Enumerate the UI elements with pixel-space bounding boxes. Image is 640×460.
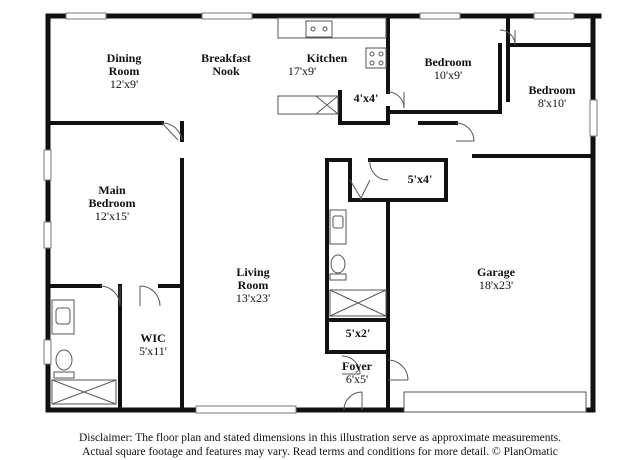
room-dimension: 10'x9' <box>433 68 463 82</box>
room-main-bedroom: Main Bedroom 12'x15' <box>72 184 152 223</box>
room-name: Breakfast Nook <box>201 51 251 78</box>
room-dimension: 12'x9' <box>109 77 139 91</box>
room-foyer: Foyer 6'x5' <box>330 360 384 386</box>
room-dimension: 17'x9' <box>287 64 317 78</box>
disclaimer-line-1: Disclaimer: The floor plan and stated di… <box>78 432 562 444</box>
room-dimension: 5'x2' <box>345 326 371 340</box>
kitchen-fixtures <box>277 17 387 115</box>
room-closet-5x2: 5'x2' <box>336 327 380 340</box>
room-wic: WIC 5'x11' <box>128 332 178 358</box>
interior-walls <box>46 14 595 412</box>
windows <box>43 12 598 414</box>
room-name: Bedroom <box>528 83 576 97</box>
room-pantry: 4'x4' <box>346 92 386 105</box>
room-dimension: 12'x15' <box>94 209 130 223</box>
room-dimension: 8'x10' <box>537 96 567 110</box>
door-swings <box>99 29 516 411</box>
room-garage: Garage 18'x23' <box>460 266 532 292</box>
room-name: Kitchen <box>306 51 348 65</box>
room-dining: Dining Room 12'x9' <box>92 52 156 91</box>
room-bedroom-1: Bedroom 10'x9' <box>412 56 484 82</box>
room-kitchen: Kitchen 17'x9' <box>262 52 362 78</box>
room-name: WIC <box>140 331 166 345</box>
room-dimension: 18'x23' <box>478 278 514 292</box>
bath-fixtures <box>51 209 387 405</box>
room-dimension: 4'x4' <box>353 91 379 105</box>
room-dimension: 6'x5' <box>345 372 369 386</box>
disclaimer: Disclaimer: The floor plan and stated di… <box>0 431 640 459</box>
room-name: Garage <box>477 265 515 279</box>
room-name: Foyer <box>342 359 372 373</box>
room-dimension: 5'x11' <box>139 344 167 358</box>
garage-door <box>403 391 587 413</box>
room-name: Bedroom <box>424 55 472 69</box>
disclaimer-line-2: Actual square footage and features may v… <box>82 446 558 458</box>
room-dimension: 5'x4' <box>407 172 433 186</box>
room-bedroom-2: Bedroom 8'x10' <box>516 84 588 110</box>
room-closet-5x4: 5'x4' <box>398 173 442 186</box>
room-name: Dining Room <box>106 51 142 78</box>
room-breakfast-nook: Breakfast Nook <box>196 52 256 78</box>
room-dimension: 13'x23' <box>235 291 271 305</box>
room-name: Main Bedroom <box>88 183 136 210</box>
room-living: Living Room 13'x23' <box>220 266 286 305</box>
room-name: Living Room <box>236 265 270 292</box>
